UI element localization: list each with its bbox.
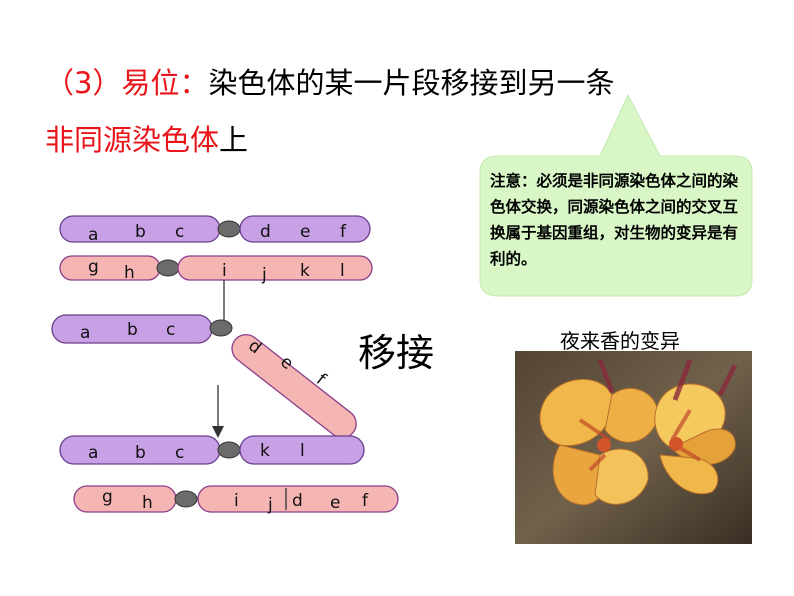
gene-label: j — [267, 495, 273, 515]
chromosome-row-3: a b c d e f — [52, 315, 362, 443]
chromatid-arm-gh — [60, 256, 160, 280]
centromere — [175, 491, 197, 507]
gene-label: h — [124, 263, 135, 283]
down-arrow — [212, 385, 224, 438]
note-text: 注意：必须是非同源染色体之间的染色体交换，同源染色体之间的交叉互换属于基因重组，… — [490, 168, 748, 272]
gene-label: j — [261, 265, 267, 285]
gene-label: c — [175, 222, 184, 242]
gene-label: e — [300, 222, 310, 242]
centromere — [210, 320, 232, 336]
centromere — [218, 221, 240, 237]
translocated-segment — [226, 329, 361, 443]
gene-label: f — [340, 222, 347, 242]
gene-label: a — [88, 225, 98, 245]
chromatid-arm-gh — [74, 486, 176, 512]
gene-label: a — [88, 443, 98, 463]
gene-label: b — [127, 320, 138, 340]
gene-label: b — [135, 222, 146, 242]
chromatid-arm-def-tilted — [226, 329, 361, 443]
gene-label: l — [300, 441, 305, 461]
photo-caption: 夜来香的变异 — [560, 325, 680, 354]
gene-label: d — [292, 491, 303, 511]
gene-label: k — [260, 441, 270, 461]
gene-label: c — [166, 320, 175, 340]
gene-label: g — [102, 487, 113, 507]
translocation-label: 移接 — [358, 322, 434, 377]
gene-label: h — [142, 493, 153, 513]
gene-label: d — [260, 222, 271, 242]
gene-label: g — [88, 257, 99, 277]
gene-label: k — [300, 261, 310, 281]
gene-label: f — [362, 491, 369, 511]
gene-label: i — [234, 491, 239, 511]
evening-primrose-photo — [515, 351, 752, 544]
chromosome-row-1: a b c d e f — [60, 216, 370, 245]
chromosome-row-5: g h i j d e f — [74, 486, 398, 515]
gene-label: i — [222, 261, 227, 281]
gene-label: b — [135, 443, 146, 463]
chromosome-row-2: g h i j k l — [60, 256, 372, 285]
gene-label: c — [175, 443, 184, 463]
gene-label: l — [340, 261, 345, 281]
gene-label: f — [312, 370, 330, 390]
chromosome-row-4: a b c k l — [60, 436, 364, 464]
centromere — [157, 260, 179, 276]
centromere — [218, 442, 240, 458]
gene-label: e — [330, 493, 340, 513]
gene-label: a — [80, 323, 90, 343]
